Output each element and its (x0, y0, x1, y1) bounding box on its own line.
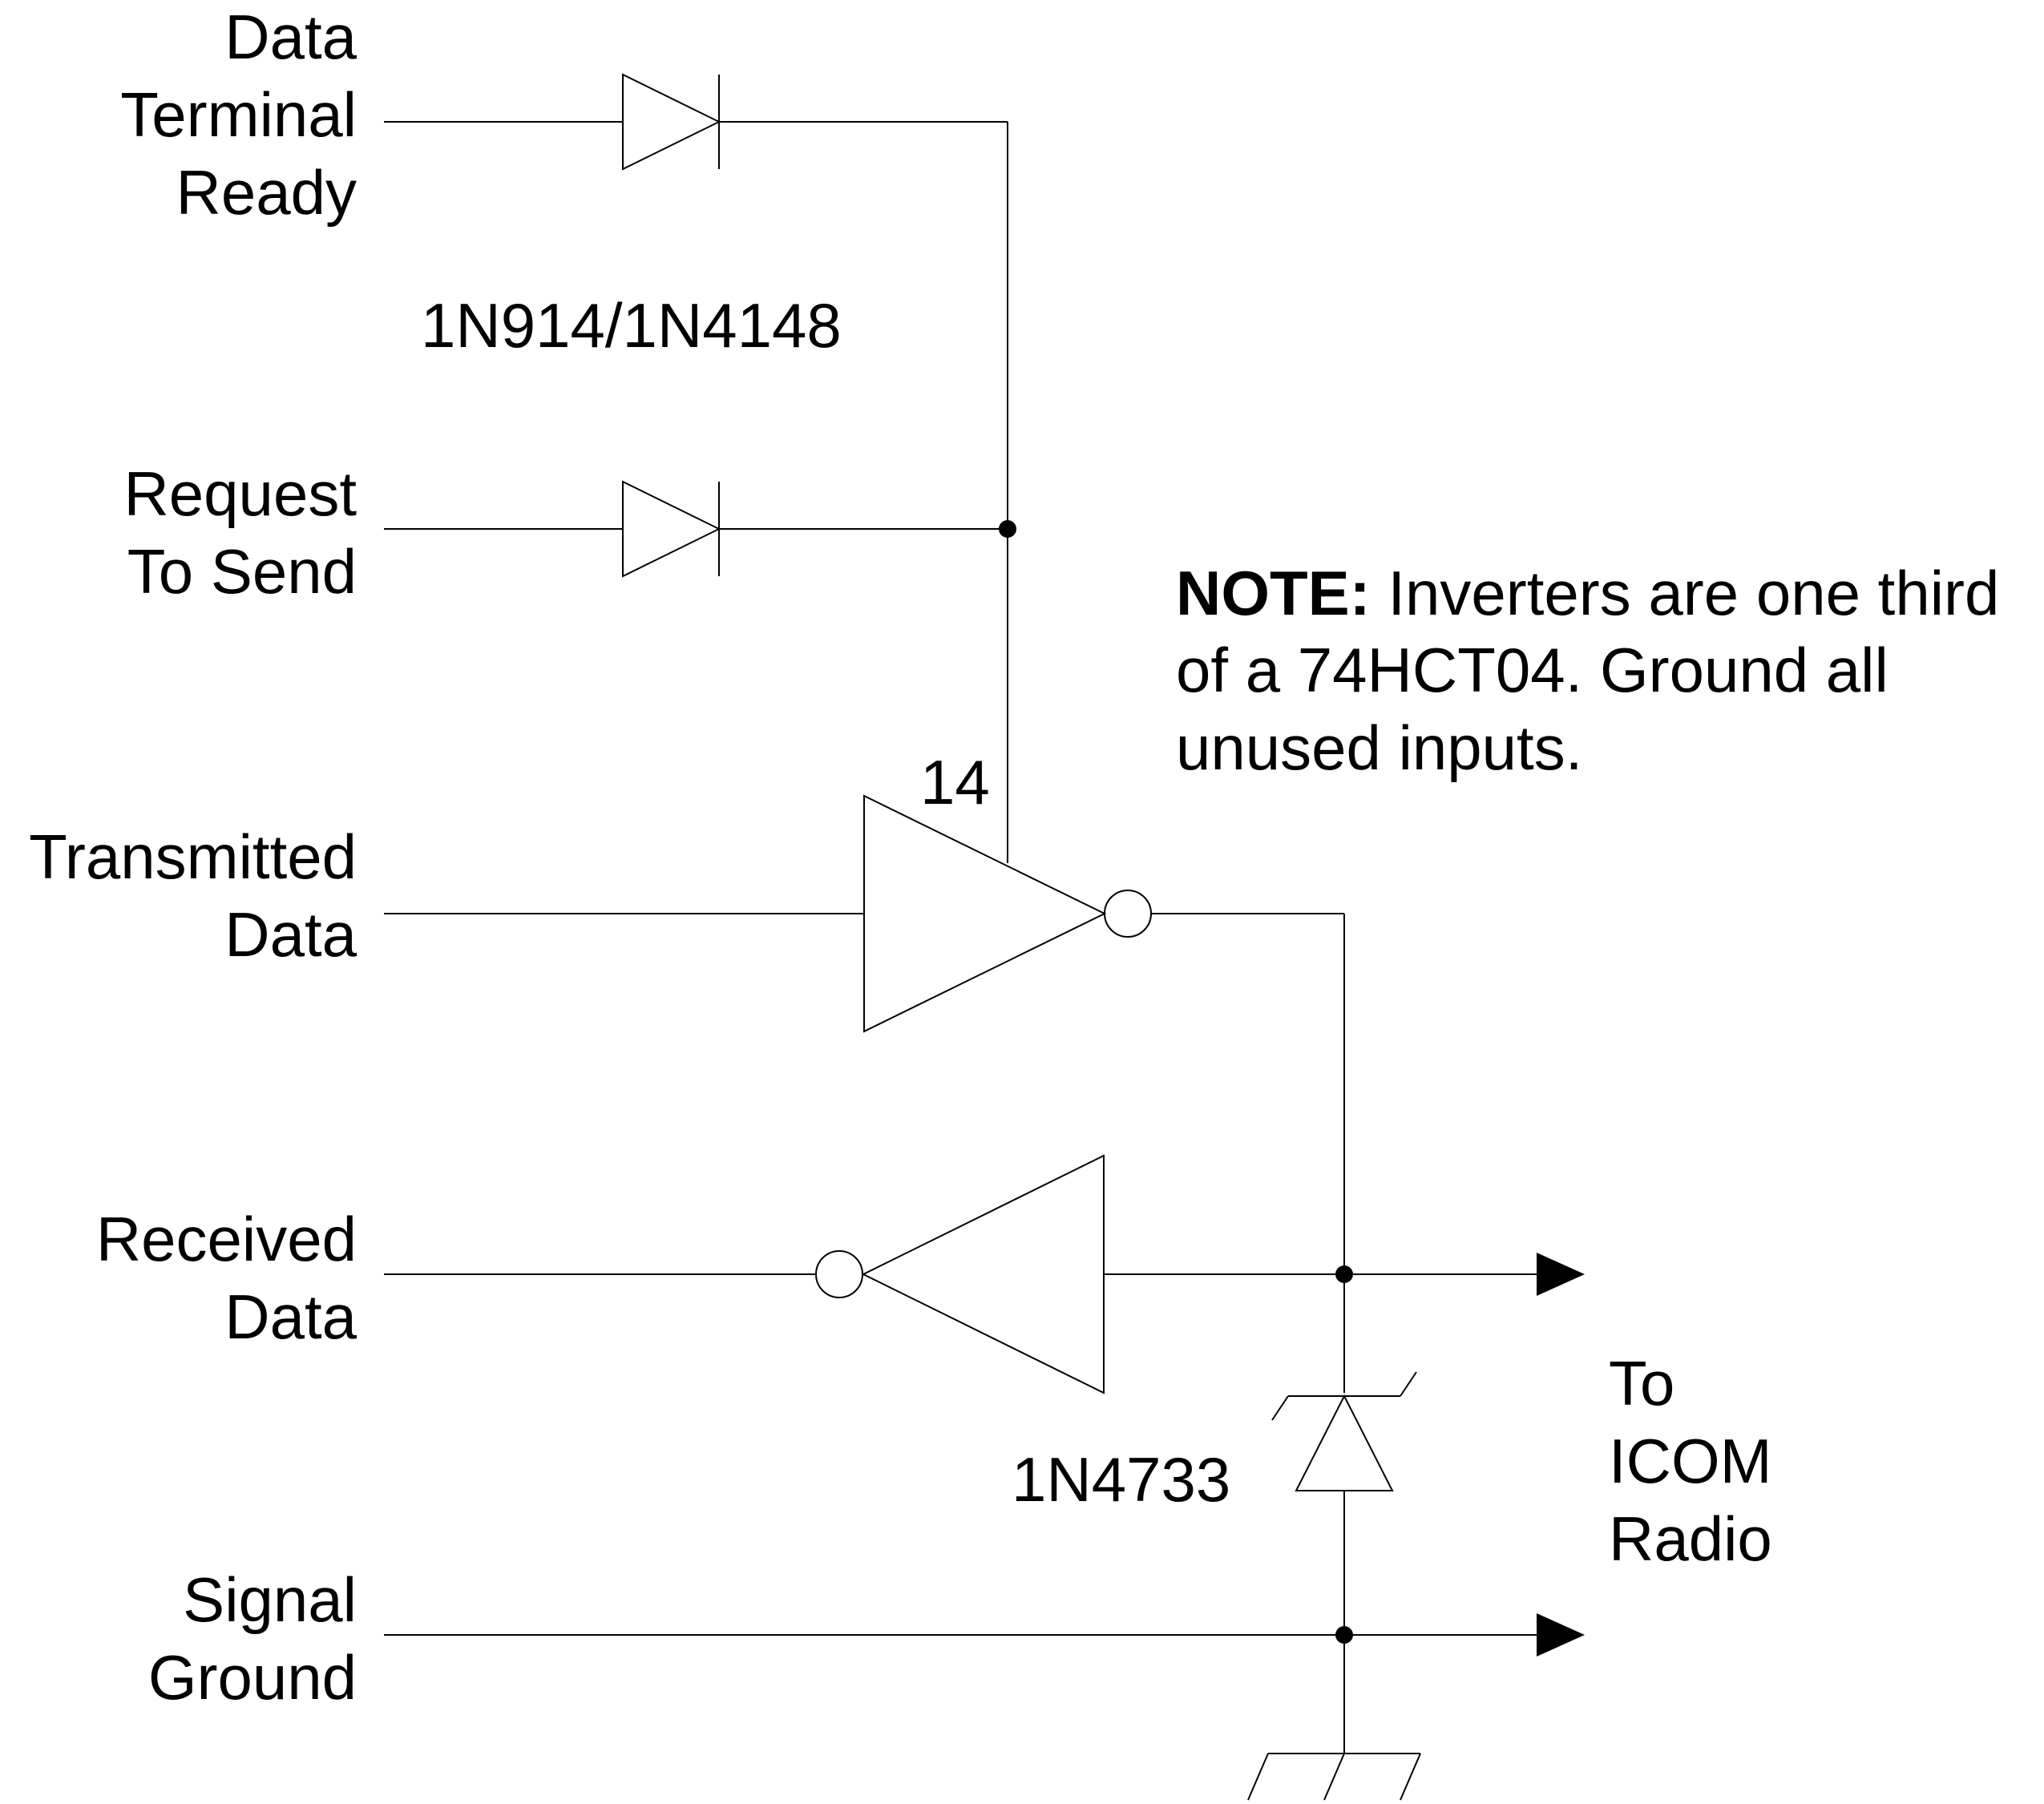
chassis-ground-icon (1247, 1753, 1421, 1801)
txd-label: Transmitted Data (29, 821, 357, 970)
note-prefix: NOTE: (1176, 558, 1371, 628)
txd-label-line-2: Data (224, 899, 357, 970)
rts-diode-icon (622, 480, 721, 578)
inverter-note: NOTE: Inverters are one third of a 74HCT… (1176, 558, 1999, 783)
dtr-label-line-3: Ready (176, 157, 357, 228)
rxd-label-line-1: Received (96, 1204, 357, 1274)
junction-dot-data (1335, 1265, 1353, 1283)
rts-label: Request To Send (123, 458, 357, 607)
gnd-label-line-1: Signal (183, 1564, 357, 1635)
ground-arrow-icon (1537, 1613, 1585, 1657)
junction-dot-ground (1335, 1626, 1353, 1644)
rts-label-line-2: To Send (127, 536, 357, 607)
junction-dot-rts (999, 520, 1016, 538)
note-line-1: Inverters are one third (1371, 558, 2000, 628)
note-line-3: unused inputs. (1176, 712, 1582, 783)
gnd-label: Signal Ground (148, 1564, 357, 1713)
signal-diode-part-label: 1N914/1N4148 (421, 290, 842, 361)
dtr-label-line-2: Terminal (120, 79, 357, 150)
dtr-wire (384, 121, 1008, 863)
txd-output-wire (1151, 913, 1345, 1393)
rts-label-line-1: Request (123, 458, 357, 529)
gnd-label-line-2: Ground (148, 1642, 357, 1713)
destination-line-1: To (1609, 1348, 1674, 1419)
rxd-inverter-icon (815, 1154, 1105, 1394)
rxd-label-line-2: Data (224, 1281, 357, 1352)
data-arrow-icon (1537, 1253, 1585, 1296)
txd-label-line-1: Transmitted (29, 821, 357, 892)
note-line-2: of a 74HCT04. Ground all (1176, 635, 1888, 705)
destination-line-3: Radio (1609, 1503, 1772, 1574)
svg-text:NOTE: Inverters are one third: NOTE: Inverters are one third (1176, 558, 1999, 628)
dtr-diode-icon (622, 73, 721, 171)
zener-part-label: 1N4733 (1012, 1444, 1230, 1515)
dtr-label: Data Terminal Ready (120, 2, 357, 228)
dtr-label-line-1: Data (224, 2, 357, 72)
power-pin-label: 14 (920, 747, 990, 817)
rxd-label: Received Data (96, 1204, 357, 1352)
destination-line-2: ICOM (1609, 1426, 1772, 1496)
destination-label: To ICOM Radio (1609, 1348, 1772, 1574)
